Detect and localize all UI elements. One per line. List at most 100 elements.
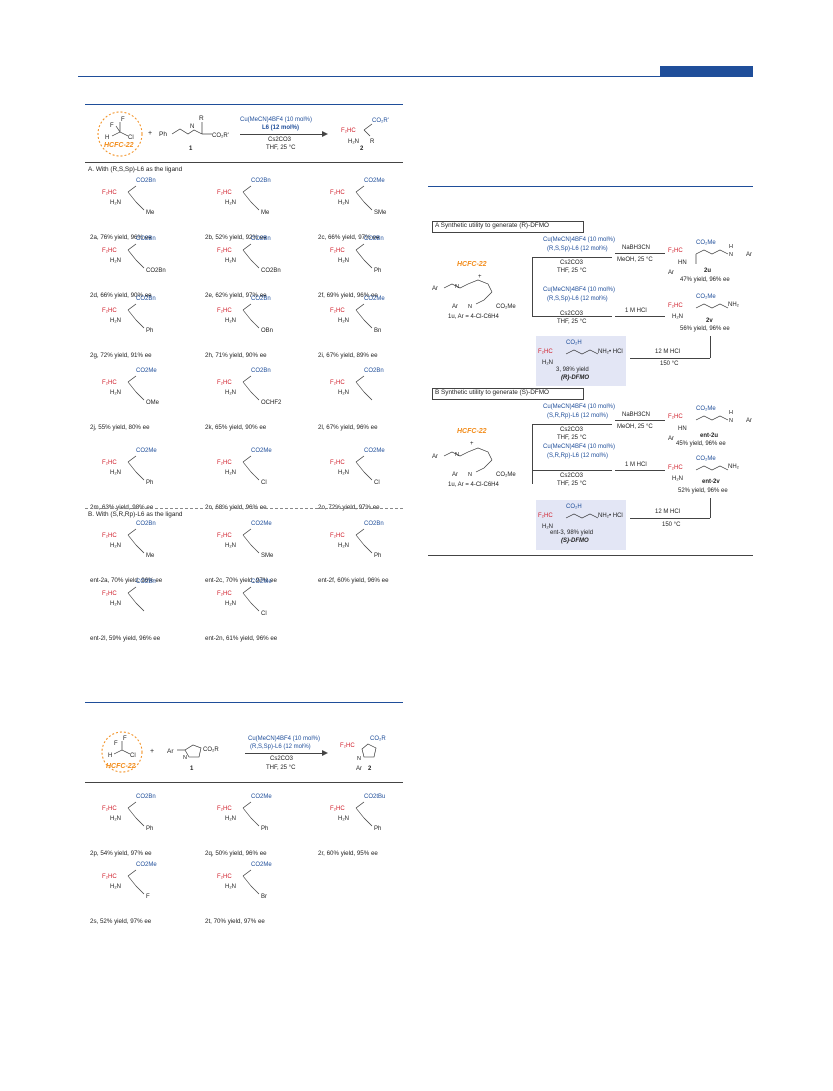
s3a-c2: (R,S,Sp)-L6 (12 mol%) (547, 246, 608, 252)
side-chain-label: Ph (374, 268, 382, 274)
header-rule (78, 76, 753, 77)
panel-b-title: B Synthetic utility to generate (S)-DFMO (435, 389, 550, 396)
s3a-bot-arrow (532, 316, 612, 317)
svg-text:CO₂H: CO₂H (566, 340, 582, 346)
s3b-2v-cap: 52% yield, 96% ee (678, 488, 728, 494)
product-2v: F₂HC CO₂Me H₂N NH₂ (668, 294, 740, 320)
compound-caption: 2f, 69% yield, 96% ee (318, 292, 378, 299)
svg-text:NH₂: NH₂ (728, 302, 740, 308)
svg-text:H₂N: H₂N (110, 601, 121, 607)
svg-text:F₂HC: F₂HC (538, 513, 553, 519)
header-tab (660, 66, 753, 76)
svg-text:H₂N: H₂N (110, 318, 121, 324)
side-chain-label: Ph (146, 480, 154, 486)
s3a-c1: Cu(MeCN)4BF4 (10 mol%) (543, 237, 616, 243)
pyrroline-substrate: Ar N CO₂R (167, 744, 219, 761)
svg-text:H₂N: H₂N (338, 318, 349, 324)
compound-caption: 2b, 52% yield, 92% ee (205, 234, 267, 241)
ester-label: CO2Me (364, 178, 385, 184)
compound-caption: 2c, 66% yield, 97% ee (318, 234, 380, 241)
compound-caption: ent-2f, 60% yield, 96% ee (318, 577, 389, 584)
ester-label: CO2Bn (136, 521, 156, 527)
hcfc22-label-s2: HCFC-22 (106, 763, 136, 770)
s3a-reduct2: MeOH, 25 °C (617, 257, 653, 263)
scheme3-top-rule (428, 186, 753, 187)
s3a-final2: (R)-DFMO (561, 375, 589, 381)
prod-number-s1: 2 (360, 146, 364, 152)
ester-label: CO2Bn (364, 521, 384, 527)
ester-label: CO2Me (364, 448, 385, 454)
svg-text:NH₂• HCl: NH₂• HCl (598, 513, 623, 519)
side-chain-label: Ph (261, 826, 269, 832)
scheme3-bottom-rule (428, 555, 753, 556)
svg-text:Ar: Ar (746, 418, 752, 424)
hcfc22-reagent-s1: F F H Cl (97, 111, 143, 157)
svg-text:F₂HC: F₂HC (217, 190, 232, 196)
s3b-c3: Cs2CO3 (560, 427, 584, 433)
s3b-final-highlight (536, 500, 626, 550)
svg-text:H₂N: H₂N (110, 390, 121, 396)
s3a-2u: 2u (704, 268, 712, 274)
compound-caption: 2p, 54% yield, 97% ee (90, 850, 152, 857)
svg-text:F₂HC: F₂HC (102, 190, 117, 196)
s3b-c1b: Cu(MeCN)4BF4 (10 mol%) (543, 444, 616, 450)
section-b-title: B. With (S,R,Rp)-L6 as the ligand (88, 511, 183, 518)
s3b-top-arrow (532, 424, 612, 425)
ester-label: CO2tBu (364, 794, 386, 800)
compound-caption: ent-2n, 61% yield, 96% ee (205, 635, 278, 642)
scheme1-top-rule (85, 104, 403, 105)
svg-text:H₂N: H₂N (338, 258, 349, 264)
structure-2i: F₂HC H₂N (330, 303, 373, 329)
svg-text:NH₂: NH₂ (728, 464, 740, 470)
section-divider (85, 508, 403, 509)
ester-label: CO2Me (251, 521, 272, 527)
s2-cond-2: (R,S,Sp)-L6 (12 mol%) (250, 744, 311, 750)
product-2-general: F₂HC CO₂R' H₂N R (341, 118, 389, 145)
svg-text:N: N (455, 284, 459, 290)
side-chain-label: Cl (261, 480, 267, 486)
svg-text:NH₂• HCl: NH₂• HCl (598, 349, 623, 355)
compound-caption: 2s, 52% yield, 97% ee (90, 918, 152, 925)
ester-label: CO2Me (251, 794, 272, 800)
compound-caption: 2n, 68% yield, 96% ee (205, 504, 267, 511)
svg-text:H: H (105, 135, 109, 141)
svg-text:H₂N: H₂N (110, 543, 121, 549)
panel-b-box (432, 388, 584, 400)
svg-text:CO₂Me: CO₂Me (696, 240, 716, 246)
compound-caption: 2q, 50% yield, 96% ee (205, 850, 267, 857)
s3a-c3b: Cs2CO3 (560, 311, 584, 317)
svg-text:F₂HC: F₂HC (102, 591, 117, 597)
s2-cond-1: Cu(MeCN)4BF4 (10 mol%) (248, 736, 321, 742)
scheme1-cond-rule (85, 162, 403, 163)
s3b-c3b: Cs2CO3 (560, 473, 584, 479)
s3b-hcl-arrow (615, 470, 665, 471)
s3a-reagent: HCFC-22 (457, 261, 487, 268)
cond-line-2: L6 (12 mol%) (262, 125, 300, 131)
ester-label: CO2Me (136, 448, 157, 454)
s3a-sm-label: 1u, Ar = 4-Cl-C6H4 (448, 314, 499, 320)
side-chain-label: Me (261, 210, 270, 216)
s3b-hcl2: 12 M HCl (655, 509, 681, 515)
svg-text:F₂HC: F₂HC (330, 308, 345, 314)
scheme2-cond-rule (85, 782, 403, 783)
s3b-substrate-1u: Ar N Ar N CO₂Me (432, 447, 516, 478)
side-chain-label: Bn (374, 328, 382, 334)
svg-text:F₂HC: F₂HC (102, 380, 117, 386)
s3b-reduct2: MeOH, 25 °C (617, 424, 653, 430)
